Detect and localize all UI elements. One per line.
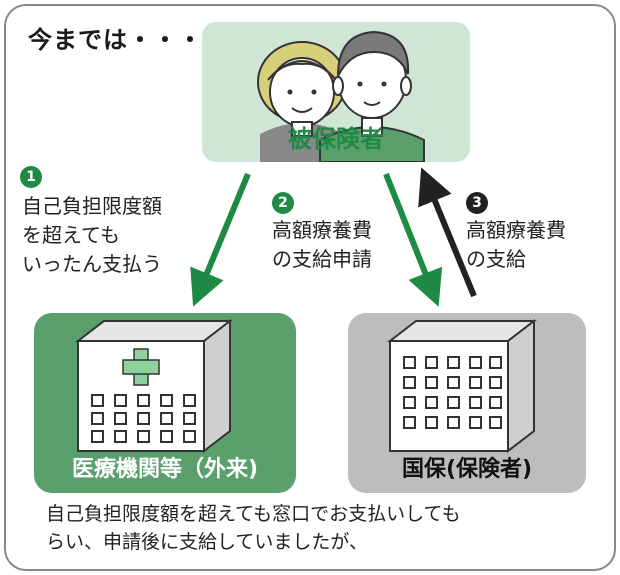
hospital-label: 医療機関等（外来): [71, 457, 259, 482]
heading: 今までは・・・: [28, 26, 203, 54]
step-2-badge: 2: [272, 192, 294, 214]
step-2-text: 高額療養費 の支給申請: [272, 218, 372, 271]
hospital-box: 医療機関等（外来): [34, 313, 296, 493]
kokuho-box: 国保(保険者): [348, 313, 586, 493]
arrow-icon: [383, 172, 443, 307]
arrow-icon: [418, 167, 477, 298]
step-3-badge: 3: [466, 192, 488, 214]
office-building-icon: [387, 318, 537, 454]
insured-label: 被保険者: [288, 125, 384, 153]
arrow-icon: [190, 172, 251, 307]
insured-box: 被保険者: [202, 22, 470, 163]
hospital-building-icon: [75, 318, 233, 454]
kokuho-label: 国保(保険者): [401, 457, 533, 482]
step-1-text: 自己負担限度額 を超えても いったん支払う: [22, 194, 162, 276]
step-1-badge: 1: [20, 166, 42, 188]
couple-illustration: [257, 30, 425, 163]
step-3-text: 高額療養費 の支給: [466, 218, 566, 271]
footer-text: 自己負担限度額を超えても窓口でお支払いしても らい、申請後に支給していましたが、: [46, 503, 461, 553]
